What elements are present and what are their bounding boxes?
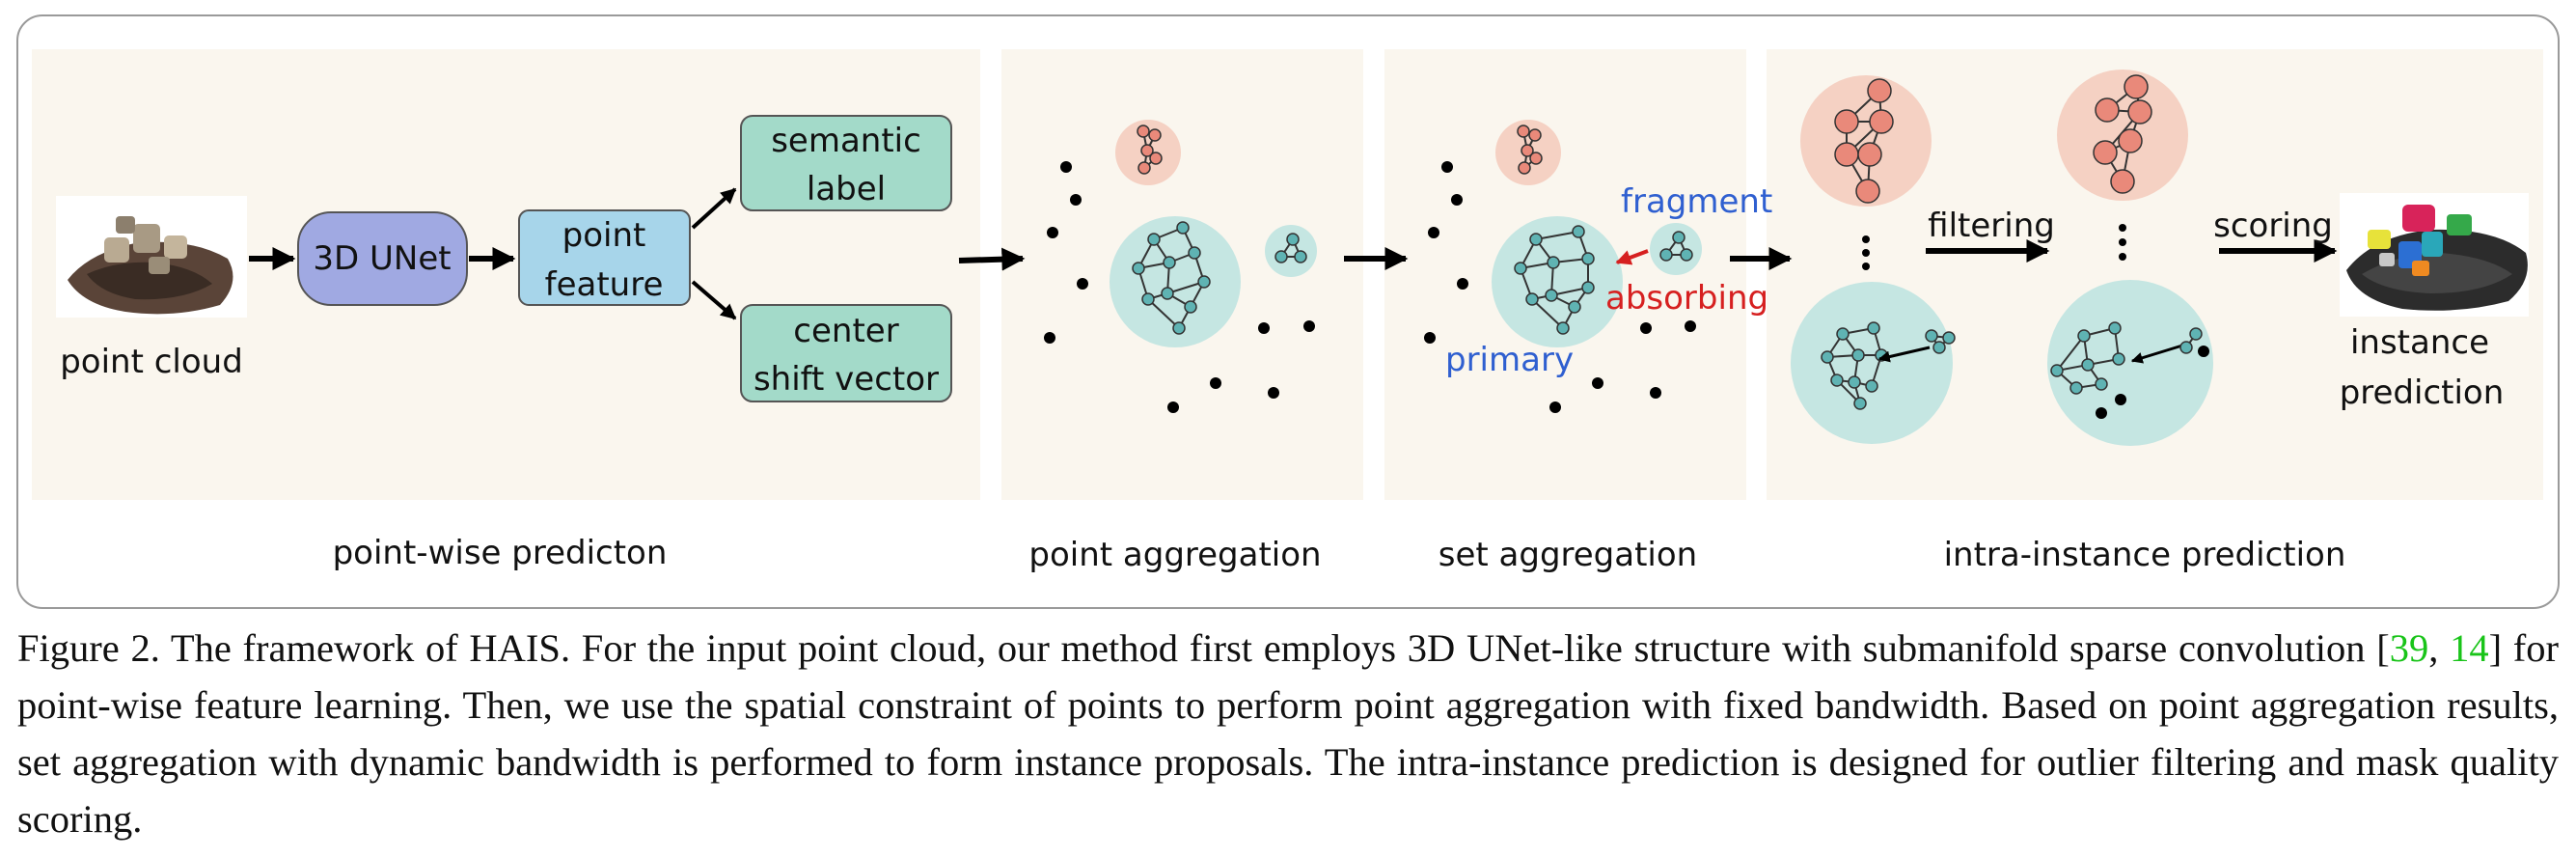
center-shift-line2: shift vector: [754, 360, 939, 399]
absorbing-label: absorbing: [1605, 279, 1768, 318]
caption-separator: ,: [2428, 626, 2451, 670]
stage-label-pointwise: point-wise predicton: [333, 534, 668, 572]
semantic-label-line2: label: [807, 170, 886, 208]
arrow-to-point-aggregation: [958, 247, 1026, 271]
absorbing-arrow: [1615, 249, 1649, 265]
filtering-label: filtering: [1928, 207, 2055, 245]
output-label-line1: instance: [2350, 323, 2489, 362]
point-aggregation-graphic: [1044, 120, 1317, 413]
citation-link[interactable]: 14: [2450, 626, 2489, 670]
center-shift-line1: center: [793, 312, 898, 350]
fragment-label: fragment: [1621, 182, 1772, 221]
caption-text-start: Figure 2. The framework of HAIS. For the…: [17, 626, 2390, 670]
primary-label: primary: [1445, 341, 1574, 379]
stage-label-point-aggregation: point aggregation: [1028, 536, 1321, 574]
arrow-to-center-shift: [691, 280, 737, 320]
point-feature-label-line2: feature: [545, 265, 664, 304]
point-feature-label-line1: point: [562, 216, 646, 255]
semantic-label-line1: semantic: [771, 122, 921, 160]
unet-box: [297, 211, 468, 306]
scoring-label: scoring: [2213, 207, 2333, 245]
citation-link[interactable]: 39: [2389, 626, 2429, 670]
stage-label-intra-instance: intra-instance prediction: [1944, 536, 2346, 574]
set-aggregation-graphic: [1424, 120, 1702, 413]
intra-instance-graphic: [1791, 69, 2529, 446]
point-cloud-label: point cloud: [60, 343, 243, 381]
output-label-line2: prediction: [2340, 374, 2505, 412]
stage-label-set-aggregation: set aggregation: [1439, 536, 1697, 574]
center-shift-box: [740, 304, 952, 402]
semantic-label-box: [740, 115, 952, 211]
figure-caption: Figure 2. The framework of HAIS. For the…: [17, 620, 2559, 847]
unet-label: 3D UNet: [313, 239, 451, 278]
arrow-to-semantic: [691, 187, 737, 230]
input-point-cloud: [56, 196, 247, 318]
caption-text-end: ] for point-wise feature learning. Then,…: [17, 626, 2560, 841]
point-feature-box: [518, 209, 691, 306]
framework-figure: point cloud 3D UNet point feature semant…: [16, 14, 2560, 609]
